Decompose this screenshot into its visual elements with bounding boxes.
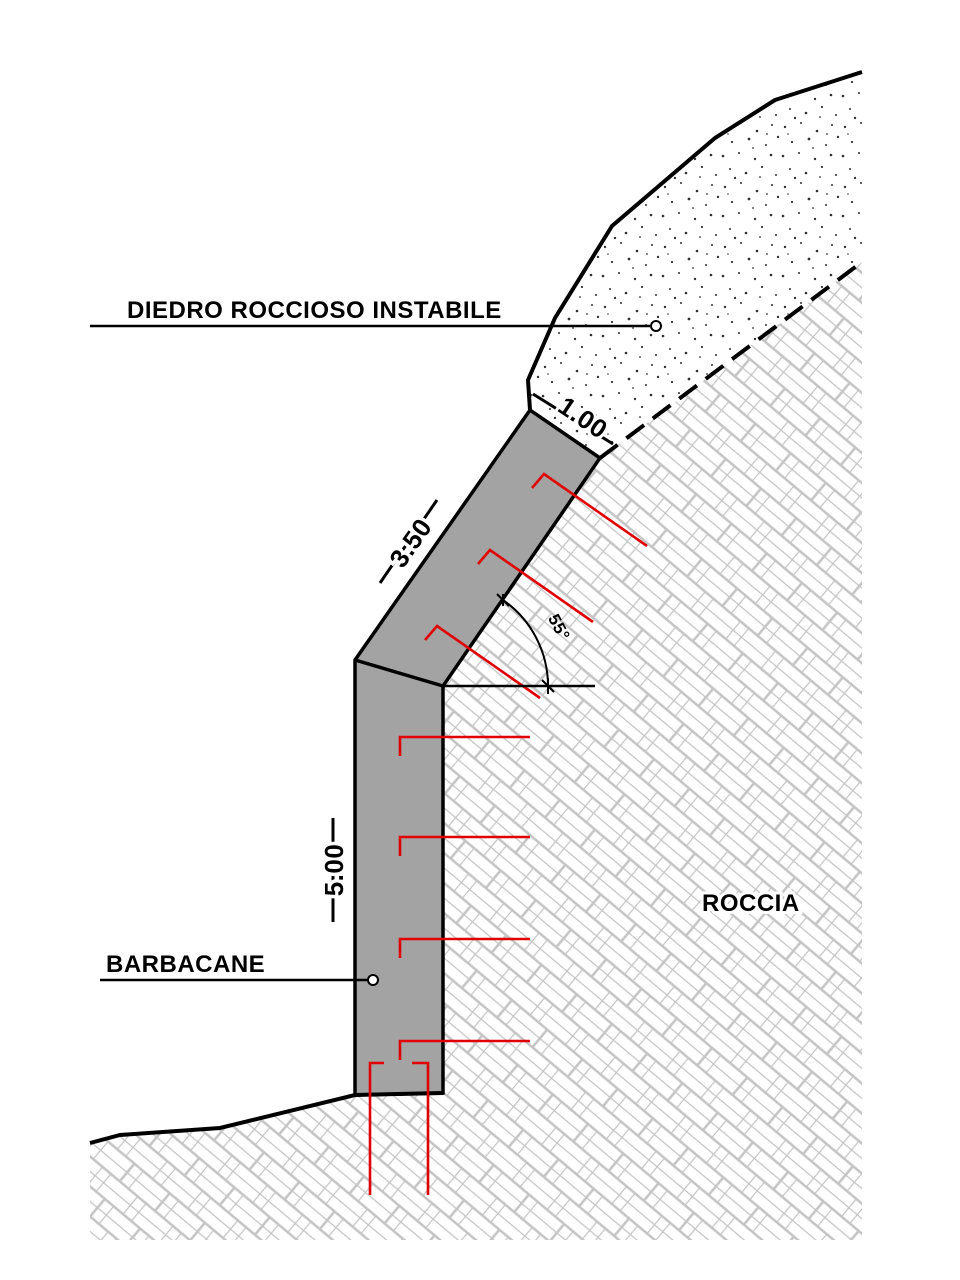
unstable-rock-wedge [528, 72, 862, 458]
inclined-anchor-3 [424, 624, 541, 700]
weep-hole-label: BARBACANE [106, 951, 265, 978]
unstable-rock-leader-marker [650, 320, 662, 332]
rock-mass [90, 262, 862, 1240]
inclined-anchor-2 [477, 548, 594, 624]
dimension-line-upper [378, 499, 439, 584]
unstable-rock-label: DIEDRO ROCCIOSO INSTABILE [127, 297, 502, 324]
dimension-line-top [532, 392, 614, 446]
rock-label: ROCCIA [702, 890, 800, 917]
horizontal-anchor-2 [398, 835, 530, 856]
horizontal-anchor-3 [398, 937, 530, 958]
inclined-anchor-1 [531, 472, 648, 548]
angle-arc-ticks [496, 593, 555, 694]
sliding-surface-dashed-line [598, 260, 864, 460]
foundation-pile-right [412, 1061, 430, 1195]
horizontal-anchor-1 [398, 735, 530, 756]
wall-joint-line [354, 658, 444, 688]
dimension-lower-segment: 5.00 [319, 844, 349, 897]
ground-surface-line [89, 1091, 444, 1145]
weep-hole-marker [367, 974, 379, 986]
horizontal-anchor-4 [398, 1039, 530, 1060]
angle-arc [502, 599, 549, 687]
anchor-bars [368, 472, 648, 1195]
foundation-pile-left [368, 1061, 384, 1195]
upper-slope-outline [526, 70, 863, 411]
